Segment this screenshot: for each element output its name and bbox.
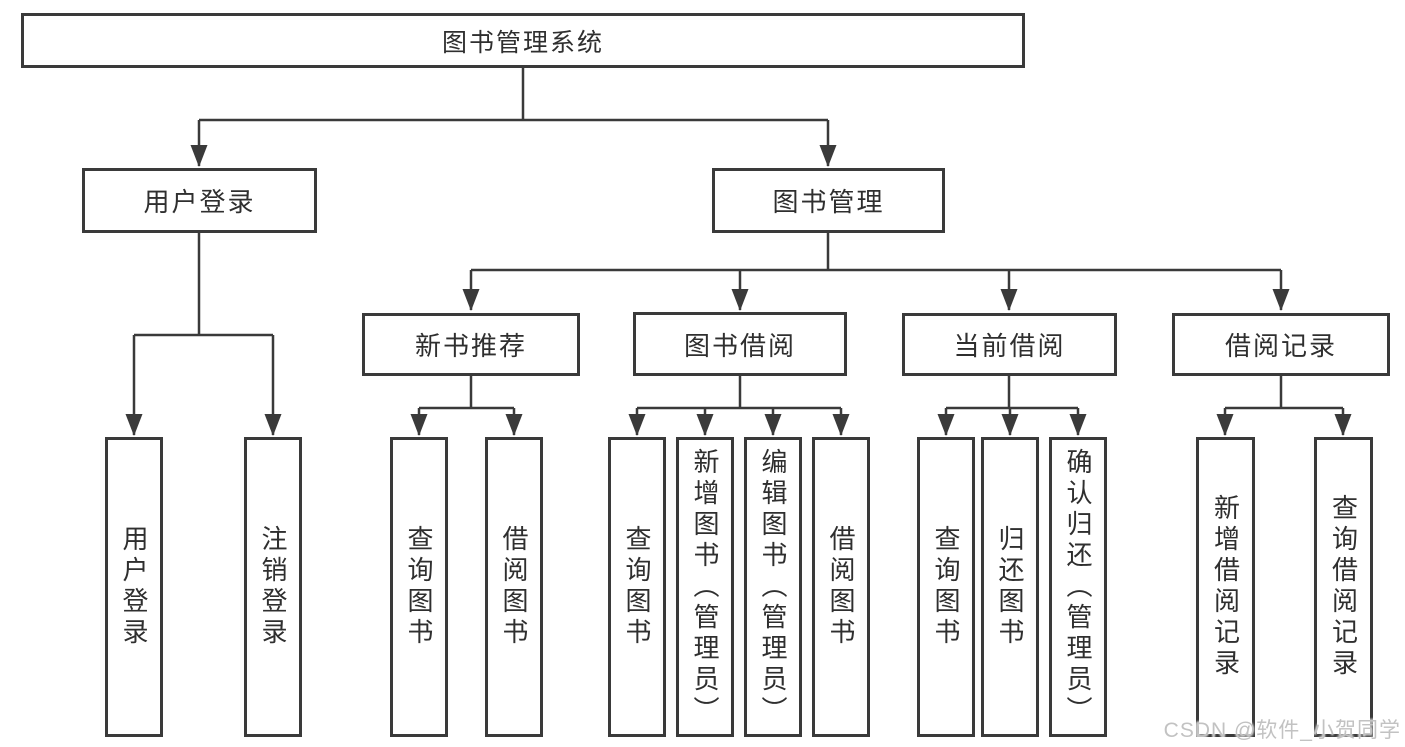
leaf-query-books-borrow-label: 查询图书 xyxy=(622,525,652,649)
connector-currentborrow-elbow xyxy=(946,376,1078,410)
connector-borrowrecord-elbow xyxy=(1225,376,1343,410)
leaf-borrow-books-recommend-label: 借阅图书 xyxy=(499,525,529,649)
leaf-query-books-recommend: 查询图书 xyxy=(390,437,448,737)
leaf-confirm-return-admin: 确认归还（管理员） xyxy=(1049,437,1107,737)
connector-bookborrow-elbow xyxy=(637,376,841,410)
leaf-user-login: 用户登录 xyxy=(105,437,163,737)
watermark: CSDN @软件_小贺同学 xyxy=(1163,719,1401,742)
leaf-add-book-admin-label: 新增图书（管理员） xyxy=(690,447,720,727)
leaf-borrow-books-borrow-label: 借阅图书 xyxy=(826,525,856,649)
leaf-query-borrow-record-label: 查询借阅记录 xyxy=(1328,494,1359,680)
node-book-borrow-label: 图书借阅 xyxy=(683,330,796,361)
node-new-book-recommend-label: 新书推荐 xyxy=(414,331,527,361)
leaf-confirm-return-admin-label: 确认归还（管理员） xyxy=(1063,447,1093,727)
leaf-query-books-current: 查询图书 xyxy=(917,437,975,737)
leaf-return-book: 归还图书 xyxy=(981,437,1039,737)
leaf-add-borrow-record-label: 新增借阅记录 xyxy=(1210,494,1241,680)
node-book-management: 图书管理 xyxy=(712,168,945,233)
leaf-logout: 注销登录 xyxy=(244,437,302,737)
node-user-login: 用户登录 xyxy=(82,168,317,233)
connector-root-elbow xyxy=(199,68,828,122)
connector-newbook-elbow xyxy=(419,376,514,410)
connector-bookmgmt-elbow xyxy=(471,233,1281,272)
node-current-borrow: 当前借阅 xyxy=(902,313,1117,376)
leaf-query-borrow-record: 查询借阅记录 xyxy=(1314,437,1373,737)
leaf-return-book-label: 归还图书 xyxy=(995,525,1025,649)
node-new-book-recommend: 新书推荐 xyxy=(362,313,580,376)
node-library-system: 图书管理系统 xyxy=(21,13,1025,68)
node-book-borrow: 图书借阅 xyxy=(633,312,847,376)
node-borrow-records-label: 借阅记录 xyxy=(1224,331,1337,361)
node-user-login-label: 用户登录 xyxy=(143,187,256,217)
leaf-add-borrow-record: 新增借阅记录 xyxy=(1196,437,1255,737)
node-library-system-label: 图书管理系统 xyxy=(441,28,604,57)
leaf-edit-book-admin-label: 编辑图书（管理员） xyxy=(758,447,788,727)
leaf-borrow-books-borrow: 借阅图书 xyxy=(812,437,870,737)
connector-userlogin-elbow xyxy=(134,233,273,337)
node-borrow-records: 借阅记录 xyxy=(1172,313,1390,376)
leaf-edit-book-admin: 编辑图书（管理员） xyxy=(744,437,802,737)
leaf-logout-label: 注销登录 xyxy=(258,525,288,649)
leaf-add-book-admin: 新增图书（管理员） xyxy=(676,437,734,737)
leaf-query-books-current-label: 查询图书 xyxy=(931,525,961,649)
node-book-management-label: 图书管理 xyxy=(772,187,885,217)
leaf-borrow-books-recommend: 借阅图书 xyxy=(485,437,543,737)
node-current-borrow-label: 当前借阅 xyxy=(953,331,1066,361)
leaf-user-login-label: 用户登录 xyxy=(119,525,149,649)
leaf-query-books-borrow: 查询图书 xyxy=(608,437,666,737)
leaf-query-books-recommend-label: 查询图书 xyxy=(404,525,434,649)
